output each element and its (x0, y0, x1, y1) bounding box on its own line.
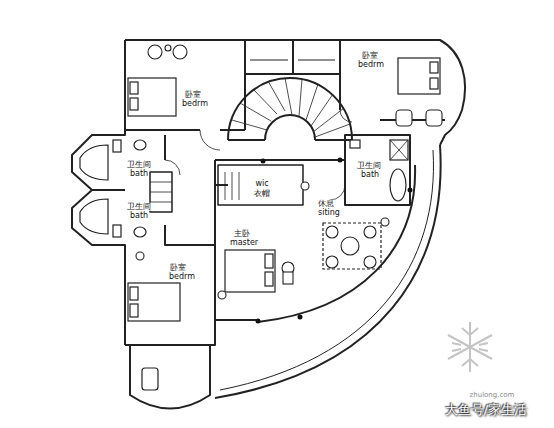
room-name: 主卧 (233, 230, 251, 238)
room-name: 卫生间 (356, 162, 382, 170)
room-name: bath (360, 171, 380, 179)
room-name: 卫生间 (126, 203, 152, 211)
room-name: bedrm (181, 100, 209, 108)
room-name: 卫生间 (126, 161, 152, 169)
room-name: wic (254, 180, 269, 188)
room-name: 衣帽 (253, 190, 271, 198)
room-name: bath (129, 170, 149, 178)
room-name: master (229, 239, 259, 247)
room-name: bedrm (168, 273, 196, 281)
room-name: 休息 (317, 200, 335, 208)
room-name: 卧室 (361, 52, 379, 60)
room-name: bedrm (357, 61, 385, 69)
watermark-text: 大鱼号/家生活 (444, 403, 528, 417)
room-name: 卧室 (169, 264, 187, 272)
watermark-text: zhulong.com (469, 392, 516, 399)
room-name: bath (129, 212, 149, 220)
room-name: 卧室 (184, 91, 202, 99)
room-name: siting (317, 209, 341, 217)
